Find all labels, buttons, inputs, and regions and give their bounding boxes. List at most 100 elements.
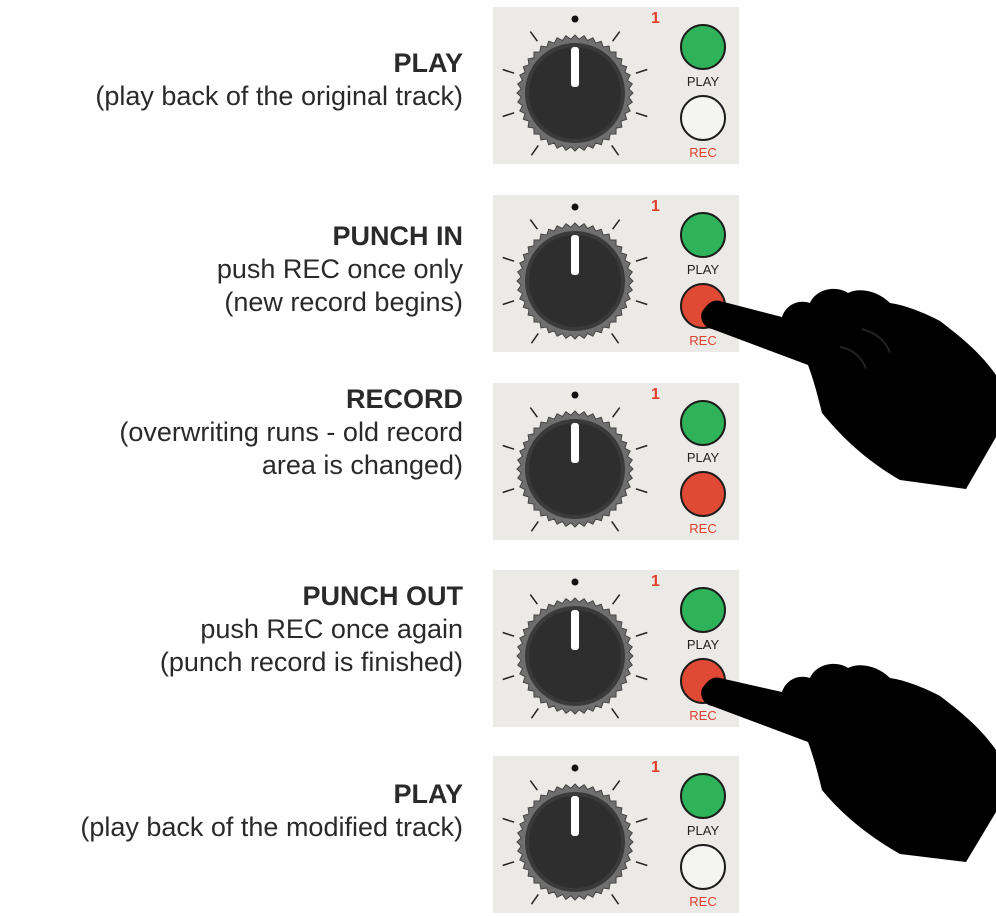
rec-label: REC <box>689 333 716 348</box>
step-description: (punch record is finished) <box>159 647 463 677</box>
scale-tick <box>635 300 648 306</box>
play-label: PLAY <box>687 450 720 465</box>
scale-tick <box>502 631 515 637</box>
channel-number: 1 <box>651 10 660 27</box>
channel-number: 1 <box>651 573 660 590</box>
play-label: PLAY <box>687 262 720 277</box>
step-play-original: PLAY (play back of the original track) 1… <box>0 7 996 167</box>
play-button <box>680 587 726 633</box>
knob-indicator <box>571 47 579 87</box>
play-button <box>680 212 726 258</box>
channel-number: 1 <box>651 198 660 215</box>
knob-cap <box>529 796 621 888</box>
scale-tick <box>530 144 539 156</box>
step-description: push REC once only <box>216 254 463 284</box>
scale-tick <box>635 861 648 867</box>
scale-tick <box>502 256 515 262</box>
scale-tick <box>635 631 648 637</box>
scale-tick <box>635 444 648 450</box>
scale-tick <box>530 893 539 905</box>
scale-tick <box>529 780 538 791</box>
scale-tick <box>502 68 515 74</box>
scale-tick <box>635 256 648 262</box>
scale-tick <box>529 594 538 605</box>
knob-scale <box>502 407 648 532</box>
rec-label: REC <box>689 708 716 723</box>
scale-tick <box>611 332 620 344</box>
rec-button <box>680 844 726 890</box>
step-record: RECORD (overwriting runs - old record ar… <box>0 383 996 543</box>
rec-label: REC <box>689 521 716 536</box>
play-label: PLAY <box>687 74 720 89</box>
rec-label: REC <box>689 145 716 160</box>
scale-tick <box>530 707 539 719</box>
knob-scale <box>502 780 648 905</box>
scale-tick <box>502 300 515 306</box>
knob-position-dot <box>571 15 579 23</box>
scale-tick <box>502 817 515 823</box>
step-caption: PUNCH IN push REC once only (new record … <box>0 220 463 319</box>
rotary-knob-icon <box>516 222 634 340</box>
knob-position-dot <box>571 578 579 586</box>
scale-tick <box>612 594 621 605</box>
play-button <box>680 400 726 446</box>
step-heading: PLAY <box>393 48 463 78</box>
step-caption: PLAY (play back of the original track) <box>0 47 463 113</box>
scale-tick <box>611 144 620 156</box>
step-description: area is changed) <box>261 450 463 480</box>
scale-tick <box>502 488 515 494</box>
scale-tick <box>612 219 621 230</box>
rotary-knob-icon <box>516 410 634 528</box>
rec-button <box>680 471 726 517</box>
knob-scale <box>502 219 648 344</box>
scale-tick <box>529 407 538 418</box>
scale-tick <box>635 817 648 823</box>
step-caption: RECORD (overwriting runs - old record ar… <box>0 383 463 482</box>
step-heading: PUNCH OUT <box>302 581 464 611</box>
play-button <box>680 24 726 70</box>
scale-tick <box>612 407 621 418</box>
knob-position-dot <box>571 203 579 211</box>
step-description: (new record begins) <box>224 287 463 317</box>
scale-tick <box>502 675 515 681</box>
play-label: PLAY <box>687 637 720 652</box>
rotary-knob-icon <box>516 34 634 152</box>
step-description: push REC once again <box>200 614 463 644</box>
step-heading: RECORD <box>345 384 463 414</box>
rec-label: REC <box>689 894 716 909</box>
step-caption: PLAY (play back of the modified track) <box>0 778 463 844</box>
step-description: (overwriting runs - old record <box>119 417 463 447</box>
step-heading: PLAY <box>393 779 463 809</box>
step-caption: PUNCH OUT push REC once again (punch rec… <box>0 580 463 679</box>
scale-tick <box>529 219 538 230</box>
scale-tick <box>612 780 621 791</box>
step-punch-out: PUNCH OUT push REC once again (punch rec… <box>0 570 996 730</box>
knob-position-dot <box>571 764 579 772</box>
knob-indicator <box>571 423 579 463</box>
knob-cap <box>529 235 621 327</box>
knob-indicator <box>571 235 579 275</box>
pointing-hand-icon <box>701 288 996 489</box>
knob-scale <box>502 31 648 156</box>
knob-cap <box>529 47 621 139</box>
rotary-knob-icon <box>516 597 634 715</box>
scale-tick <box>635 488 648 494</box>
scale-tick <box>502 861 515 867</box>
scale-tick <box>502 112 515 118</box>
play-button <box>680 773 726 819</box>
step-description: (play back of the modified track) <box>80 812 463 842</box>
step-play-modified: PLAY (play back of the modified track) 1… <box>0 756 996 916</box>
channel-number: 1 <box>651 386 660 403</box>
scale-tick <box>635 675 648 681</box>
step-punch-in: PUNCH IN push REC once only (new record … <box>0 195 996 355</box>
channel-number: 1 <box>651 759 660 776</box>
scale-tick <box>530 520 539 532</box>
